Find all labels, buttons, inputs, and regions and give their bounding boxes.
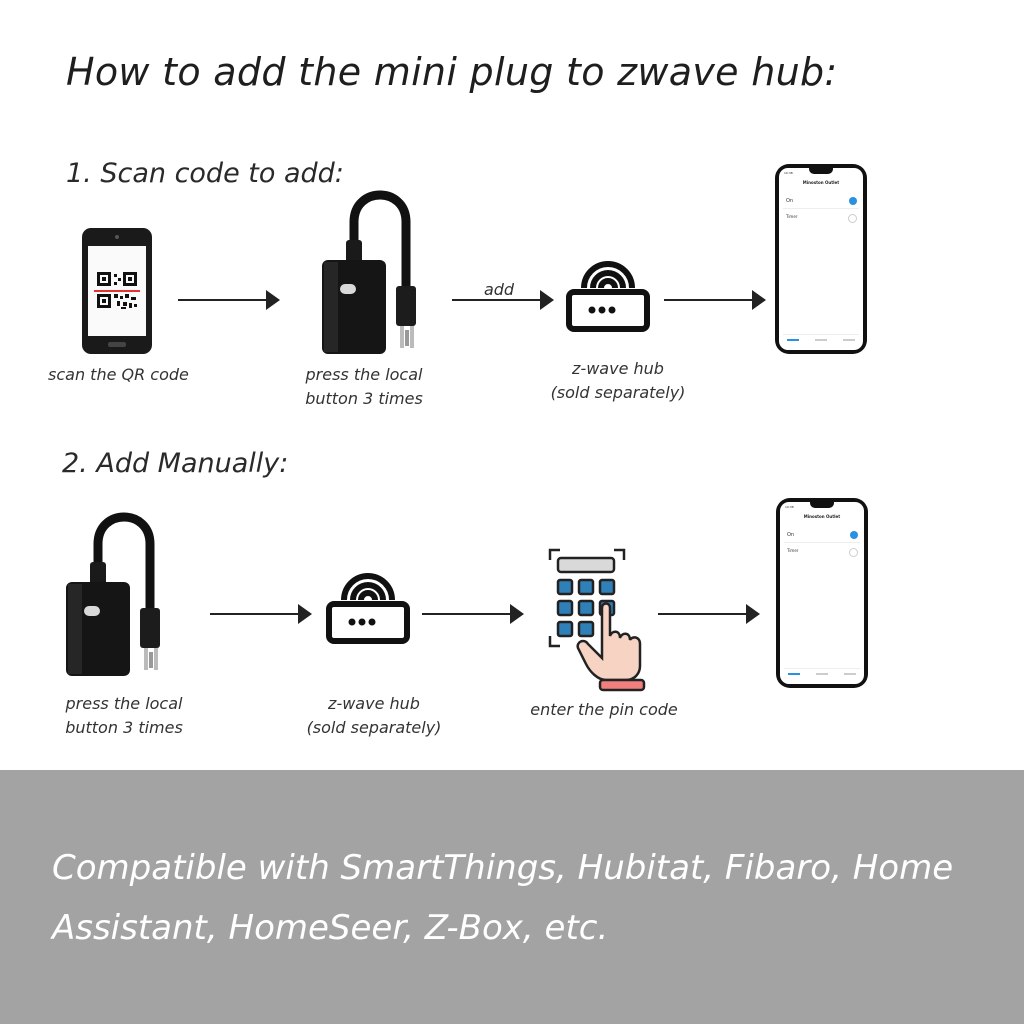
- arrow-right: [178, 290, 280, 310]
- timer-label: Timer: [787, 548, 799, 553]
- status-on: On: [787, 532, 795, 538]
- toggle-off-icon: [848, 214, 857, 223]
- status-on: On: [786, 198, 794, 204]
- arrow-right: [664, 290, 766, 310]
- mini-plug-illustration: [62, 504, 166, 676]
- toggle-on-icon: [850, 531, 858, 539]
- toggle-off-icon: [849, 548, 858, 557]
- status-time: 10:38: [784, 171, 793, 175]
- zwave-hub-icon: [326, 562, 410, 644]
- caption-scan-qr: scan the QR code: [48, 365, 189, 384]
- caption-zwave-hub: z-wave hub (sold separately): [306, 694, 442, 737]
- compatibility-text: Compatible with SmartThings, Hubitat, Fi…: [52, 838, 1012, 958]
- app-phone-screen: 10:38 Minoston Outlet On Timer: [776, 498, 868, 688]
- section-2-heading: 2. Add Manually:: [62, 448, 289, 479]
- caption-press-button: press the local button 3 times: [305, 365, 423, 408]
- arrow-right: [210, 604, 312, 624]
- qr-phone-illustration: [82, 228, 152, 354]
- app-phone-screen: 10:38 Minoston Outlet On Timer: [775, 164, 867, 354]
- keypad-finger-icon: [548, 548, 654, 692]
- arrow-right: [422, 604, 524, 624]
- caption-press-button: press the local button 3 times: [65, 694, 183, 737]
- device-name: Minoston Outlet: [802, 180, 840, 185]
- page-title: How to add the mini plug to zwave hub:: [66, 50, 838, 94]
- section-1-heading: 1. Scan code to add:: [66, 158, 344, 189]
- mini-plug-illustration: [318, 182, 422, 354]
- arrow-right: [658, 604, 760, 624]
- zwave-hub-icon: [566, 250, 650, 332]
- arrow-right: [452, 290, 554, 310]
- compatibility-footer: [0, 770, 1024, 1024]
- timer-label: Timer: [786, 214, 798, 219]
- arrow-label-add: add: [483, 280, 515, 299]
- caption-zwave-hub: z-wave hub (sold separately): [550, 359, 686, 402]
- compatibility-lead: Compatible with: [52, 848, 330, 888]
- status-time: 10:38: [785, 505, 794, 509]
- toggle-on-icon: [849, 197, 857, 205]
- device-name: Minoston Outlet: [803, 514, 841, 519]
- caption-enter-pin: enter the pin code: [530, 700, 678, 719]
- compatibility-list: SmartThings, Hubitat, Fibaro, Home Assis…: [52, 848, 954, 948]
